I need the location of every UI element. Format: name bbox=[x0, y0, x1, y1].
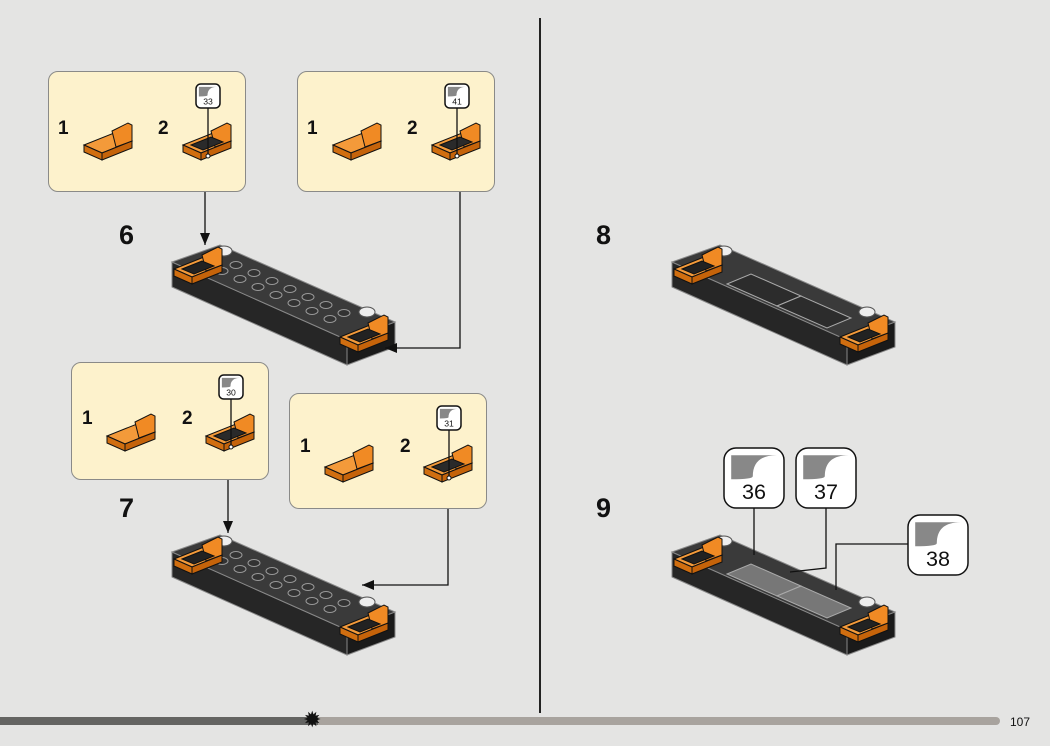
seat-sticker bbox=[346, 618, 382, 633]
sun-icon: ✹ bbox=[303, 707, 322, 732]
seat-sticker bbox=[680, 260, 716, 275]
seat-sticker bbox=[189, 136, 225, 151]
sticker-icon bbox=[221, 377, 241, 388]
sticker-point bbox=[228, 444, 234, 450]
stud bbox=[269, 581, 283, 589]
seat-sticker bbox=[212, 427, 248, 442]
seat-back bbox=[134, 413, 156, 439]
progress-bar-fill bbox=[0, 717, 318, 725]
stud bbox=[305, 597, 319, 605]
stud bbox=[287, 299, 301, 307]
stud bbox=[247, 559, 261, 567]
stud bbox=[251, 573, 265, 581]
stud bbox=[233, 275, 247, 283]
sticker-number: 38 bbox=[926, 546, 950, 571]
sticker-icon bbox=[439, 408, 459, 419]
step-number-9: 9 bbox=[596, 493, 612, 523]
stud bbox=[301, 583, 315, 591]
stud bbox=[283, 285, 297, 293]
step-number-7: 7 bbox=[119, 493, 135, 523]
stud bbox=[319, 301, 333, 309]
round-piece bbox=[858, 306, 876, 318]
stud bbox=[323, 605, 337, 613]
sticker-number: 36 bbox=[742, 479, 766, 504]
stud bbox=[337, 599, 351, 607]
stud bbox=[283, 575, 297, 583]
stud bbox=[251, 283, 265, 291]
arrow-head bbox=[385, 343, 397, 353]
substep-number: 1 bbox=[307, 118, 318, 139]
step-number-8: 8 bbox=[596, 220, 612, 250]
seat-back bbox=[352, 444, 374, 470]
substep-number: 2 bbox=[182, 408, 193, 429]
round-piece bbox=[358, 306, 376, 318]
stud bbox=[247, 269, 261, 277]
sticker-number: 30 bbox=[226, 387, 236, 397]
seat-sticker bbox=[680, 550, 716, 565]
tile bbox=[775, 295, 853, 329]
arrow-head bbox=[200, 233, 210, 245]
seat-back bbox=[360, 122, 382, 148]
seat-sticker bbox=[180, 260, 216, 275]
substep-number: 2 bbox=[158, 118, 169, 139]
sticker-point bbox=[446, 475, 452, 481]
arrow-6b bbox=[385, 192, 461, 349]
substep-number: 2 bbox=[400, 436, 411, 457]
tile bbox=[775, 585, 853, 619]
seat-sticker bbox=[846, 328, 882, 343]
plate-top bbox=[170, 534, 397, 631]
stud bbox=[265, 277, 279, 285]
page-number: 107 bbox=[1010, 715, 1031, 729]
stud bbox=[305, 307, 319, 315]
substep-number: 2 bbox=[407, 118, 418, 139]
round-piece bbox=[858, 596, 876, 608]
seat-sticker bbox=[846, 618, 882, 633]
round-piece bbox=[358, 596, 376, 608]
sticker-leader bbox=[835, 543, 908, 590]
sticker-icon bbox=[803, 455, 849, 480]
seat-sticker bbox=[438, 136, 474, 151]
sticker-leader bbox=[789, 508, 827, 573]
progress-bar-track bbox=[318, 717, 1000, 725]
step-number-6: 6 bbox=[119, 220, 135, 250]
substep-number: 1 bbox=[300, 436, 311, 457]
stud bbox=[269, 291, 283, 299]
sticker-icon bbox=[731, 455, 777, 480]
stud bbox=[337, 309, 351, 317]
stud bbox=[265, 567, 279, 575]
seat-back bbox=[111, 122, 133, 148]
sticker-point bbox=[205, 153, 211, 159]
stud bbox=[323, 315, 337, 323]
seat-sticker bbox=[346, 328, 382, 343]
stud bbox=[301, 293, 315, 301]
sticker-number: 33 bbox=[203, 96, 213, 106]
sticker-icon bbox=[447, 86, 467, 97]
substep-number: 1 bbox=[82, 408, 93, 429]
sticker-icon bbox=[915, 522, 961, 547]
substep-number: 1 bbox=[58, 118, 69, 139]
sticker-icon bbox=[198, 86, 218, 97]
stud bbox=[229, 551, 243, 559]
sticker-point bbox=[454, 153, 460, 159]
stud bbox=[287, 589, 301, 597]
page-divider bbox=[539, 18, 541, 713]
sticker-number: 37 bbox=[814, 479, 838, 504]
stud bbox=[233, 565, 247, 573]
arrow-head bbox=[223, 521, 233, 533]
seat-sticker bbox=[430, 458, 466, 473]
seat-sticker bbox=[180, 550, 216, 565]
arrow-head bbox=[362, 580, 374, 590]
sticker-number: 41 bbox=[452, 96, 462, 106]
stud bbox=[319, 591, 333, 599]
plate-top bbox=[170, 244, 397, 341]
stud bbox=[229, 261, 243, 269]
arrow-7b bbox=[362, 509, 449, 586]
sticker-number: 31 bbox=[444, 418, 454, 428]
